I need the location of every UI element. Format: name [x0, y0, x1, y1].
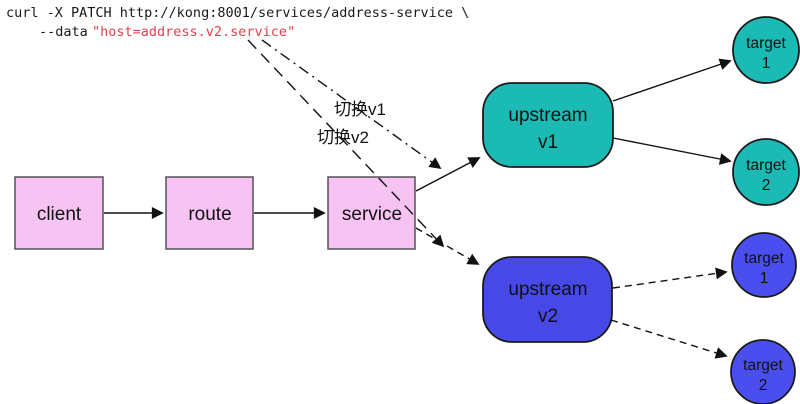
edge-service-upstream-v1 — [415, 157, 481, 192]
upstream-v1-label-line1: upstream — [508, 105, 587, 126]
upstream-v2-label-line2: v2 — [538, 306, 558, 327]
switch-v2-label: 切换v2 — [317, 128, 369, 147]
upstream-v2-node — [482, 256, 613, 343]
target-v2-1-node — [731, 232, 797, 298]
target-v2-2-node — [730, 339, 796, 404]
target-v1-1-node — [732, 16, 800, 84]
upstream-v1-node — [482, 82, 614, 168]
curl-data-value: "host=address.v2.service" — [92, 24, 295, 40]
upstream-v2-label-line1: upstream — [508, 279, 587, 300]
service-node — [327, 176, 416, 250]
route-label: route — [188, 204, 231, 225]
target-v1-2-label-line1: target — [746, 157, 786, 174]
client-node — [14, 176, 104, 250]
target-v2-1-label-line2: 1 — [760, 270, 769, 287]
switch-v1-label: 切换v1 — [334, 100, 386, 119]
target-v1-2-node — [732, 138, 800, 206]
target-v2-2-label-line2: 2 — [759, 377, 768, 394]
curl-data-flag: --data — [39, 24, 88, 40]
target-v1-2-label-line2: 2 — [762, 177, 771, 194]
target-v2-1-label-line1: target — [744, 250, 784, 267]
curl-command-line1: curl -X PATCH http://kong:8001/services/… — [6, 5, 469, 21]
target-v1-1-label-line2: 1 — [762, 55, 771, 72]
service-label: service — [342, 204, 402, 225]
edge-upstream-v1-target-1 — [612, 58, 732, 102]
edge-upstream-v2-target-1 — [612, 267, 728, 289]
client-label: client — [37, 204, 82, 225]
edge-switch-v1 — [261, 39, 442, 170]
curl-command-line2: --data "host=address.v2.service" — [39, 24, 295, 40]
route-node — [165, 176, 254, 250]
target-v2-2-label-line1: target — [743, 357, 783, 374]
edge-upstream-v1-target-2 — [612, 137, 732, 165]
upstream-v1-label-line2: v1 — [538, 132, 558, 153]
target-v1-1-label-line1: target — [746, 35, 786, 52]
edge-service-upstream-v2 — [415, 227, 480, 265]
edge-upstream-v2-target-2 — [610, 319, 728, 359]
edge-switch-v2 — [247, 39, 445, 248]
